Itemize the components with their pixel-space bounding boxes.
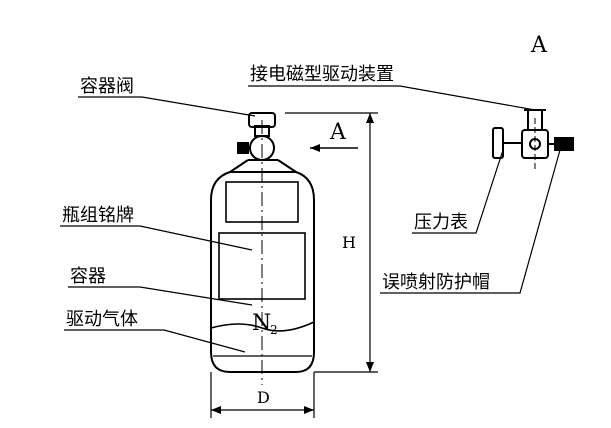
detail-valve-body (521, 129, 549, 159)
leader-solenoid (248, 85, 536, 111)
leader-nameplate (60, 225, 253, 251)
leader-driving-gas (64, 329, 246, 353)
container-valve (237, 112, 276, 161)
gas-subscript: 2 (270, 323, 278, 337)
valve-side-port (237, 142, 249, 154)
dimension-lines (210, 112, 378, 418)
view-a-detail (492, 109, 574, 170)
label-driving-gas: 驱动气体 (66, 309, 138, 330)
cylinder-shoulder-left (229, 159, 249, 173)
label-pressure-gauge: 压力表 (414, 212, 468, 233)
valve-stem (254, 125, 270, 137)
leader-anti-spray-cap (380, 149, 561, 294)
leader-lines (60, 85, 561, 353)
section-arrow-label: A (329, 120, 347, 145)
label-nameplate: 瓶组铭牌 (62, 205, 134, 226)
leader-container (68, 286, 253, 306)
gas-level-curve (210, 321, 315, 332)
anti-spray-cap-shape (554, 137, 574, 151)
cylinder (210, 120, 315, 385)
cylinder-shoulder-right (277, 159, 297, 173)
label-container: 容器 (70, 266, 106, 287)
dimension-d-label: D (257, 388, 270, 407)
label-container-valve: 容器阀 (80, 76, 134, 97)
leader-pressure-gauge (412, 149, 504, 234)
leader-valve (78, 96, 256, 117)
label-anti-spray-cap: 误喷射防护帽 (382, 272, 490, 293)
cylinder-outline (210, 171, 315, 373)
label-solenoid-driver: 接电磁型驱动装置 (250, 64, 394, 85)
dimension-h-label: H (342, 233, 356, 252)
view-a-title: A (530, 33, 548, 58)
gas-symbol: N (252, 311, 271, 336)
